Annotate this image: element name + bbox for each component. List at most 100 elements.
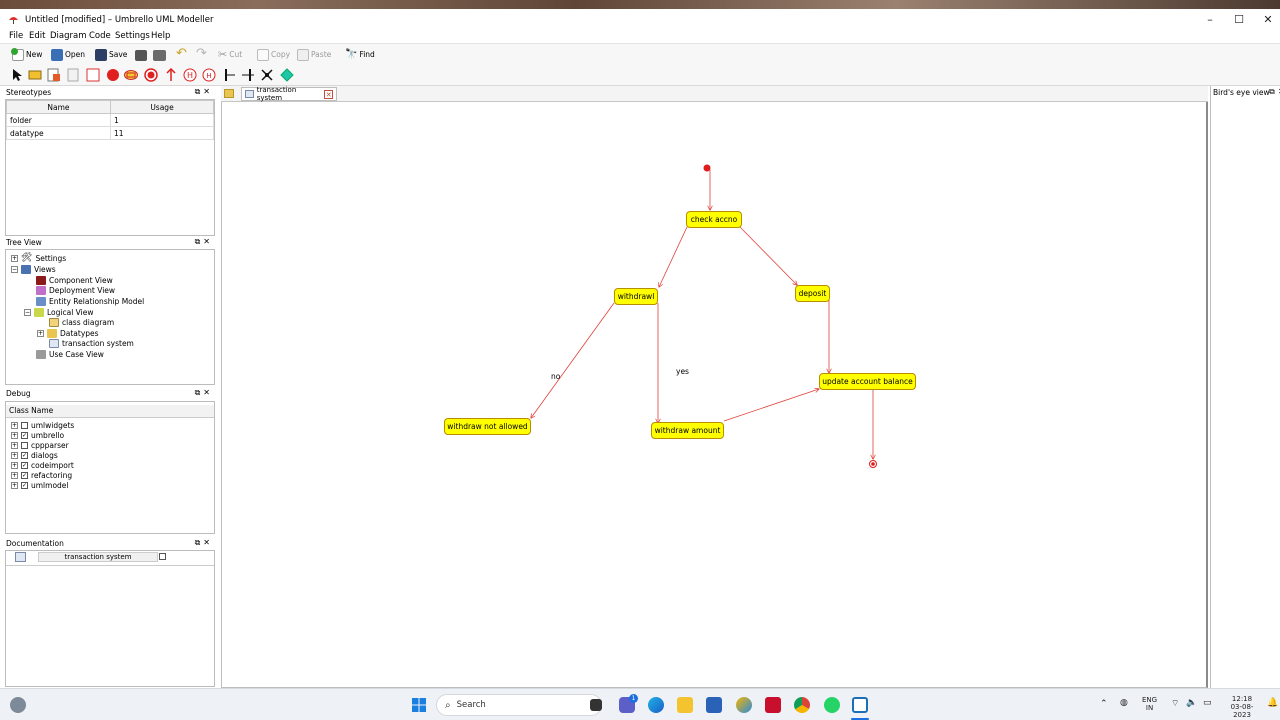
- state-box-icon[interactable]: [86, 68, 100, 82]
- tree-item-component-view[interactable]: Component View: [36, 275, 113, 285]
- checkbox-checked[interactable]: ✓: [21, 471, 28, 479]
- documentation-item-name[interactable]: transaction system: [38, 552, 158, 562]
- diagram-canvas[interactable]: check accno withdrawl deposit update acc…: [221, 102, 1208, 688]
- select-arrow-icon[interactable]: [10, 68, 24, 82]
- checkbox-checked[interactable]: ✓: [21, 461, 28, 469]
- dock-float-close-icons[interactable]: ⧉✕: [194, 388, 213, 397]
- debug-row[interactable]: +✓refactoring: [11, 470, 73, 480]
- shallow-history-icon[interactable]: H: [183, 68, 197, 82]
- transition-amount-to-update[interactable]: [723, 389, 819, 422]
- whatsapp-icon[interactable]: [824, 697, 840, 713]
- box-icon[interactable]: [66, 68, 80, 82]
- tree-item-logical-view[interactable]: − Logical View: [24, 307, 94, 317]
- app-icon[interactable]: [736, 697, 752, 713]
- text-line-icon[interactable]: [28, 68, 42, 82]
- find-button[interactable]: 🔭 Find: [345, 49, 375, 60]
- maximize-button[interactable]: ☐: [1234, 13, 1244, 26]
- tab-transaction-system[interactable]: transaction system ✕: [241, 86, 337, 102]
- initial-state-icon[interactable]: [106, 68, 120, 82]
- menu-settings[interactable]: Settings: [115, 31, 150, 41]
- checkbox-unchecked[interactable]: [21, 441, 28, 449]
- dock-float-close-icons[interactable]: ⧉✕: [194, 538, 213, 547]
- volume-icon[interactable]: 🔈: [1186, 698, 1198, 708]
- column-name[interactable]: Name: [6, 100, 111, 114]
- debug-row[interactable]: +✓dialogs: [11, 450, 58, 460]
- table-row[interactable]: datatype 11: [6, 126, 214, 140]
- new-diagram-tab-icon[interactable]: [224, 89, 234, 98]
- column-class-name[interactable]: Class Name: [6, 405, 214, 418]
- chevron-up-icon[interactable]: ⌃: [1100, 699, 1108, 709]
- menu-code[interactable]: Code: [89, 31, 111, 41]
- transition-check-to-deposit[interactable]: [739, 226, 797, 285]
- join-icon[interactable]: [241, 68, 255, 82]
- umbrello-taskbar-icon[interactable]: [852, 697, 868, 713]
- undo-icon[interactable]: ↶: [176, 46, 187, 61]
- guard-label-no[interactable]: no: [551, 372, 561, 381]
- state-deposit[interactable]: deposit: [795, 285, 830, 302]
- debug-row[interactable]: +cppparser: [11, 440, 69, 450]
- checkbox-checked[interactable]: ✓: [21, 451, 28, 459]
- notification-bell-icon[interactable]: 🔔: [1267, 698, 1279, 708]
- debug-row[interactable]: +✓umlmodel: [11, 480, 69, 490]
- state-check-accno[interactable]: check accno: [686, 211, 742, 228]
- state-withdrawl[interactable]: withdrawl: [614, 288, 658, 305]
- windows-start-icon[interactable]: [411, 697, 427, 713]
- state-update-account-balance[interactable]: update account balance: [819, 373, 916, 390]
- open-button[interactable]: Open: [51, 47, 85, 62]
- tree-item-class-diagram[interactable]: class diagram: [49, 317, 114, 327]
- close-button[interactable]: ✕: [1263, 13, 1273, 26]
- dock-float-icon[interactable]: ⧉: [1269, 87, 1275, 96]
- edge-browser-icon[interactable]: [648, 697, 664, 713]
- checkbox-unchecked[interactable]: [21, 421, 28, 429]
- new-button[interactable]: New: [11, 47, 42, 62]
- widgets-icon[interactable]: [10, 697, 26, 713]
- transition-check-to-withdrawl[interactable]: [659, 226, 688, 287]
- column-usage[interactable]: Usage: [110, 100, 214, 114]
- guard-label-yes[interactable]: yes: [676, 367, 689, 376]
- cut-button[interactable]: ✂ Cut: [218, 48, 243, 61]
- mcafee-icon[interactable]: [765, 697, 781, 713]
- minimize-button[interactable]: –: [1207, 13, 1213, 26]
- fork-icon[interactable]: [222, 68, 236, 82]
- debug-row[interactable]: +umlwidgets: [11, 420, 75, 430]
- language-indicator[interactable]: ENG IN: [1142, 696, 1158, 712]
- tree-item-entity-relationship-model[interactable]: Entity Relationship Model: [36, 296, 144, 306]
- final-state-icon[interactable]: [144, 68, 158, 82]
- file-explorer-icon[interactable]: [677, 697, 693, 713]
- microsoft-store-icon[interactable]: [706, 697, 722, 713]
- note-icon[interactable]: [47, 68, 61, 82]
- debug-row[interactable]: +✓umbrello: [11, 430, 65, 440]
- close-tab-icon[interactable]: ✕: [324, 89, 333, 99]
- tree-item-views[interactable]: − Views: [11, 264, 56, 274]
- print-preview-icon[interactable]: [153, 50, 166, 61]
- tree-item-datatypes[interactable]: + Datatypes: [37, 328, 99, 338]
- state-withdraw-not-allowed[interactable]: withdraw not allowed: [444, 418, 531, 435]
- menu-diagram[interactable]: Diagram: [50, 31, 87, 41]
- dock-float-close-icons[interactable]: ⧉✕: [194, 237, 213, 246]
- documentation-checkbox[interactable]: [159, 553, 166, 560]
- checkbox-checked[interactable]: ✓: [21, 481, 28, 489]
- copy-button[interactable]: Copy: [257, 47, 290, 62]
- checkbox-checked[interactable]: ✓: [21, 431, 28, 439]
- state-icon[interactable]: [124, 68, 138, 82]
- menu-help[interactable]: Help: [151, 31, 171, 41]
- state-withdraw-amount[interactable]: withdraw amount: [651, 422, 724, 439]
- dock-close-icon[interactable]: ✕: [1278, 87, 1280, 96]
- deep-history-icon[interactable]: H: [202, 68, 216, 82]
- transition-arrow-icon[interactable]: [164, 68, 178, 82]
- tree-item-deployment-view[interactable]: Deployment View: [36, 285, 115, 295]
- tree-item-use-case-view[interactable]: Use Case View: [36, 349, 104, 359]
- choice-diamond-icon[interactable]: [280, 68, 294, 82]
- save-button[interactable]: Save: [95, 47, 127, 62]
- menu-edit[interactable]: Edit: [29, 31, 46, 41]
- menu-file[interactable]: File: [9, 31, 24, 41]
- tree-item-transaction-system[interactable]: transaction system: [49, 338, 134, 348]
- battery-icon[interactable]: ▭: [1203, 698, 1212, 708]
- chrome-icon[interactable]: [794, 697, 810, 713]
- task-view-icon[interactable]: [590, 699, 602, 711]
- redo-icon[interactable]: ↷: [196, 46, 207, 61]
- dock-float-close-icons[interactable]: ⧉✕: [194, 87, 213, 96]
- debug-row[interactable]: +✓codeimport: [11, 460, 74, 470]
- transition-withdrawl-to-not-allowed[interactable]: [531, 302, 615, 418]
- taskbar-search-box[interactable]: ⌕ Search: [436, 694, 602, 716]
